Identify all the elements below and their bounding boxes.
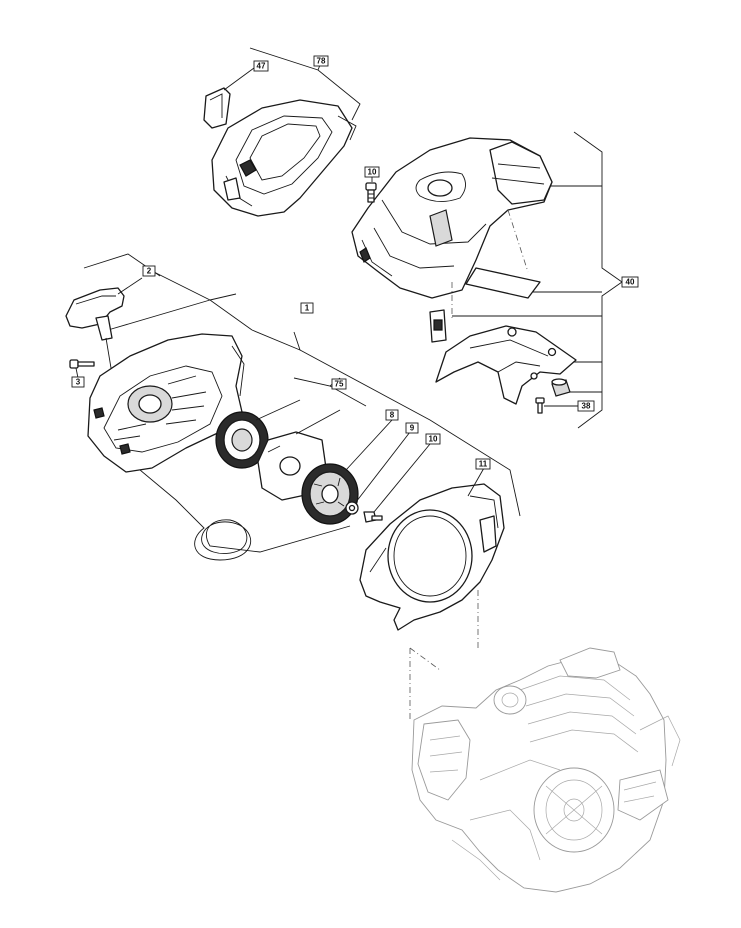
callout-9: 9 bbox=[405, 422, 419, 434]
callout-78: 78 bbox=[313, 55, 329, 67]
screw-10-pulley bbox=[363, 443, 431, 523]
starter-cover bbox=[359, 467, 505, 650]
rewind-spring bbox=[215, 399, 301, 469]
svg-text:40: 40 bbox=[626, 278, 635, 287]
starter-rope bbox=[105, 337, 351, 561]
svg-text:2: 2 bbox=[147, 267, 152, 276]
decal-plate bbox=[465, 267, 541, 299]
callout-8: 8 bbox=[385, 409, 399, 421]
screw-38 bbox=[535, 397, 545, 414]
svg-text:75: 75 bbox=[335, 380, 344, 389]
callout-3: 3 bbox=[71, 376, 85, 388]
callout-11: 11 bbox=[475, 458, 491, 470]
callout-2: 2 bbox=[142, 265, 156, 277]
rewind-spring-kit bbox=[215, 377, 431, 525]
screw-10-top bbox=[365, 182, 377, 203]
starter-pulley bbox=[301, 419, 393, 525]
svg-text:9: 9 bbox=[410, 424, 415, 433]
svg-text:10: 10 bbox=[368, 168, 377, 177]
cover-knob bbox=[203, 87, 231, 129]
svg-text:10: 10 bbox=[429, 435, 438, 444]
starter-handle bbox=[65, 277, 143, 341]
rubber-cap bbox=[551, 378, 571, 397]
svg-text:38: 38 bbox=[582, 402, 591, 411]
svg-text:47: 47 bbox=[257, 62, 266, 71]
cylinder-cover-assembly bbox=[351, 131, 623, 429]
starter-assembly bbox=[65, 253, 521, 561]
svg-text:1: 1 bbox=[305, 304, 310, 313]
screw-3 bbox=[69, 359, 95, 379]
callout-10-pulley: 10 bbox=[425, 433, 441, 445]
callout-10-top: 10 bbox=[364, 166, 380, 178]
callout-40: 40 bbox=[621, 276, 639, 288]
svg-text:11: 11 bbox=[479, 460, 488, 469]
callout-1: 1 bbox=[300, 302, 314, 314]
callout-75: 75 bbox=[331, 378, 347, 390]
top-cover-assembly bbox=[203, 47, 361, 217]
svg-text:78: 78 bbox=[317, 57, 326, 66]
callout-38: 38 bbox=[577, 400, 595, 412]
callout-47: 47 bbox=[253, 60, 269, 72]
svg-text:3: 3 bbox=[76, 378, 81, 387]
engine-ghost bbox=[409, 647, 681, 893]
washer-9 bbox=[345, 431, 411, 515]
air-guide-plate bbox=[435, 325, 577, 405]
svg-text:8: 8 bbox=[390, 411, 395, 420]
